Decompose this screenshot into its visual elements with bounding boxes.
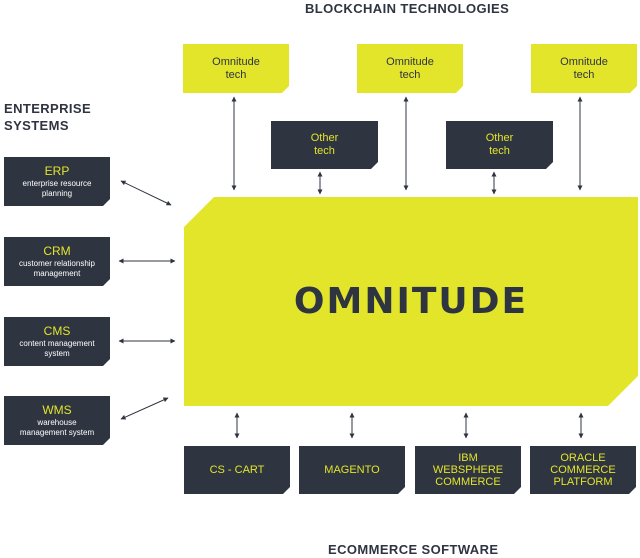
cs-cart-node: CS - CART [184, 446, 290, 494]
node-label: Other tech [310, 132, 339, 157]
node-label: CS - CART [209, 464, 265, 476]
magento-node: MAGENTO [299, 446, 405, 494]
crm-title: CRM [43, 244, 71, 258]
other-tech-node: Other tech [446, 121, 553, 169]
erp-title: ERP [44, 164, 70, 178]
erp-node: ERP enterprise resource planning [4, 157, 110, 206]
cms-title: CMS [43, 324, 71, 338]
erp-subtitle: enterprise resource planning [22, 179, 92, 198]
wms-node: WMS warehouse management system [4, 396, 110, 445]
omnitude-core-block: OMNITUDE [184, 197, 638, 406]
crm-subtitle: customer relationship management [18, 259, 96, 278]
node-label: IBM WEBSPHERE COMMERCE [432, 452, 504, 488]
cms-subtitle: content management system [19, 339, 95, 358]
other-tech-node: Other tech [271, 121, 378, 169]
omnitude-tech-node: Omnitude tech [357, 44, 463, 93]
node-label: Omnitude tech [386, 55, 434, 81]
cms-node: CMS content management system [4, 317, 110, 366]
connector-wms [120, 397, 169, 420]
enterprise-heading: ENTERPRISE SYSTEMS [4, 101, 92, 133]
omnitude-tech-node: Omnitude tech [183, 44, 289, 93]
node-label: Omnitude tech [560, 55, 608, 81]
ecommerce-heading: ECOMMERCE SOFTWARE [328, 542, 499, 557]
oracle-commerce-node: ORACLE COMMERCE PLATFORM [530, 446, 636, 494]
blockchain-heading: BLOCKCHAIN TECHNOLOGIES [305, 1, 510, 16]
omnitude-tech-node: Omnitude tech [531, 44, 637, 93]
omnitude-label: OMNITUDE [293, 281, 529, 322]
node-label: ORACLE COMMERCE PLATFORM [550, 452, 616, 488]
node-label: Omnitude tech [212, 55, 260, 81]
wms-title: WMS [42, 403, 72, 417]
node-label: MAGENTO [324, 464, 380, 476]
crm-node: CRM customer relationship management [4, 237, 110, 286]
wms-subtitle: warehouse management system [19, 418, 95, 437]
connector-erp [120, 180, 172, 206]
node-label: Other tech [485, 132, 514, 157]
ibm-websphere-node: IBM WEBSPHERE COMMERCE [415, 446, 521, 494]
